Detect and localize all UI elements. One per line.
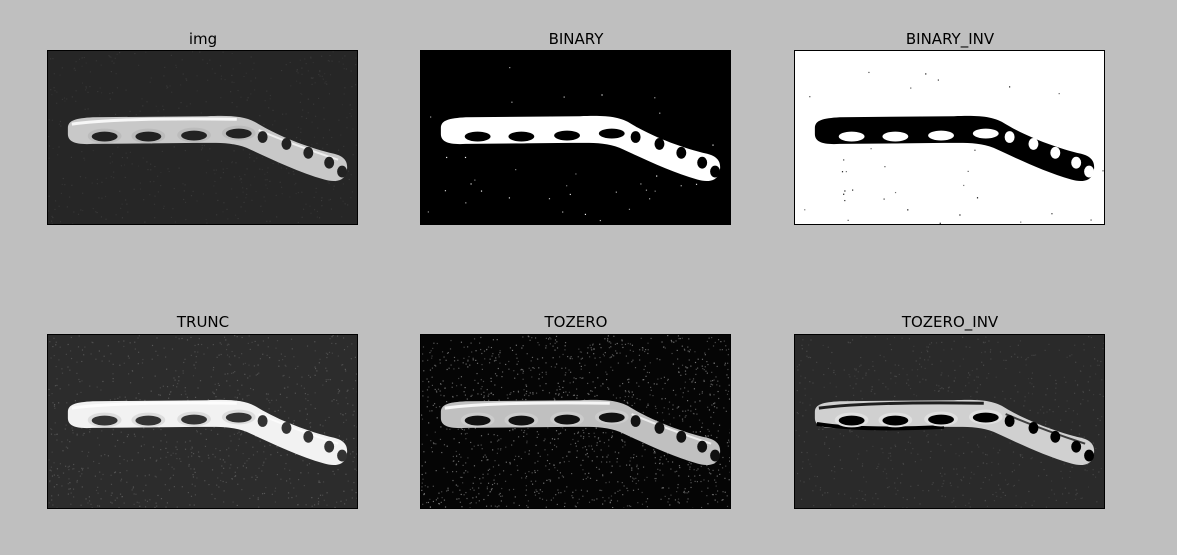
panel-title-img: img [188,30,218,48]
panel-img [47,50,358,225]
panel-title-binary: BINARY [548,30,604,48]
panel-binary [420,50,731,225]
panel-title-tozero-inv: TOZERO_INV [901,313,999,331]
panel-tozero-inv [794,334,1105,509]
plate-image [421,335,730,508]
panel-trunc [47,334,358,509]
plate-image [48,51,357,224]
plate-image [421,51,730,224]
panel-binary-inv [794,50,1105,225]
panel-tozero [420,334,731,509]
plate-image [48,335,357,508]
panel-title-tozero: TOZERO [544,313,608,331]
panel-title-trunc: TRUNC [176,313,230,331]
plate-image [795,335,1104,508]
panel-title-binary-inv: BINARY_INV [905,30,995,48]
plate-image [795,51,1104,224]
